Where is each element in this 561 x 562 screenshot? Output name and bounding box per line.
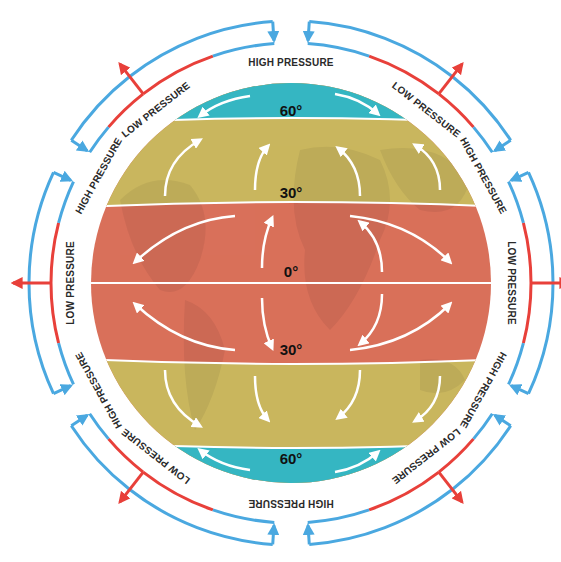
surface-arc xyxy=(213,44,274,57)
pressure-label: HIGH PRESSURE xyxy=(248,498,333,508)
wind-arrow xyxy=(338,148,360,196)
circulation-arc xyxy=(452,426,510,490)
land-masses xyxy=(120,147,470,430)
latitude-label: 60° xyxy=(280,103,303,118)
rising-air-arrow xyxy=(120,64,143,94)
sinking-air-arrow xyxy=(308,525,309,544)
circulation-arc xyxy=(309,490,452,545)
latitude-label: 0° xyxy=(284,264,298,279)
circulation-arc xyxy=(309,22,452,77)
surface-arc xyxy=(90,414,109,439)
pressure-label: LOW PRESSURE xyxy=(506,241,516,325)
wind-arrow xyxy=(350,216,450,262)
rising-air-arrow xyxy=(531,282,561,285)
sinking-air-arrow xyxy=(511,172,528,180)
wind-arrow xyxy=(200,450,250,470)
sinking-air-arrow xyxy=(511,386,528,394)
climate-bands xyxy=(80,70,510,500)
rising-air-arrow xyxy=(13,282,51,285)
circulation-arc xyxy=(130,490,273,545)
surface-arc xyxy=(51,283,59,343)
wind-arrow xyxy=(335,94,378,114)
surface-arc xyxy=(308,510,369,523)
surface-arc xyxy=(474,127,493,152)
wind-arrow xyxy=(415,145,440,190)
pressure-label: LOW PRESSURE xyxy=(66,241,76,325)
sinking-air-arrow xyxy=(273,525,274,544)
surface-arc xyxy=(51,223,59,283)
wind-arrow xyxy=(255,146,268,190)
sinking-air-arrow xyxy=(495,140,511,150)
wind-arrow xyxy=(415,376,440,421)
surface-arc xyxy=(59,182,74,223)
latitude-label: 30° xyxy=(280,185,303,200)
tropical-band xyxy=(80,70,510,500)
wind-arrows xyxy=(135,94,450,472)
wind-arrow xyxy=(335,452,378,472)
surface-arc xyxy=(213,510,274,523)
surface-arc xyxy=(59,343,74,384)
surface-arc xyxy=(509,343,524,384)
latitude-label: 60° xyxy=(280,451,303,466)
wind-arrow xyxy=(360,222,382,272)
wind-arrow xyxy=(262,218,272,268)
circulation-arc xyxy=(529,283,554,394)
wind-arrow xyxy=(350,304,450,350)
wind-arrow xyxy=(200,96,250,116)
surface-arc xyxy=(523,283,531,343)
wind-arrow xyxy=(262,298,272,348)
wind-arrow xyxy=(338,370,360,418)
sinking-air-arrow xyxy=(54,172,71,180)
rising-air-arrow xyxy=(439,472,462,502)
sinking-air-arrow xyxy=(54,386,71,394)
surface-arc xyxy=(474,414,493,439)
wind-arrow xyxy=(165,370,200,426)
sinking-air-arrow xyxy=(273,22,274,41)
rising-air-arrow xyxy=(439,64,462,94)
sinking-air-arrow xyxy=(71,415,87,425)
circulation-arc xyxy=(29,172,54,283)
wind-arrow xyxy=(135,216,235,262)
wind-arrow xyxy=(135,304,235,350)
circulation-arc xyxy=(529,172,554,283)
surface-arc xyxy=(523,223,531,283)
sinking-air-arrow xyxy=(71,140,87,150)
wind-arrow xyxy=(255,376,268,420)
circulation-arc xyxy=(29,283,54,394)
latitude-label: 30° xyxy=(280,342,303,357)
surface-arc xyxy=(90,127,109,152)
sinking-air-arrow xyxy=(495,415,511,425)
surface-arc xyxy=(509,182,524,223)
wind-arrow xyxy=(165,140,200,196)
circulation-arc xyxy=(130,22,273,77)
pressure-arrows xyxy=(13,22,561,545)
sinking-air-arrow xyxy=(308,22,309,41)
pressure-label: HIGH PRESSURE xyxy=(248,58,333,68)
wind-arrow xyxy=(360,294,382,344)
rising-air-arrow xyxy=(120,472,143,502)
surface-arc xyxy=(308,44,369,57)
latitude-lines xyxy=(80,118,510,448)
